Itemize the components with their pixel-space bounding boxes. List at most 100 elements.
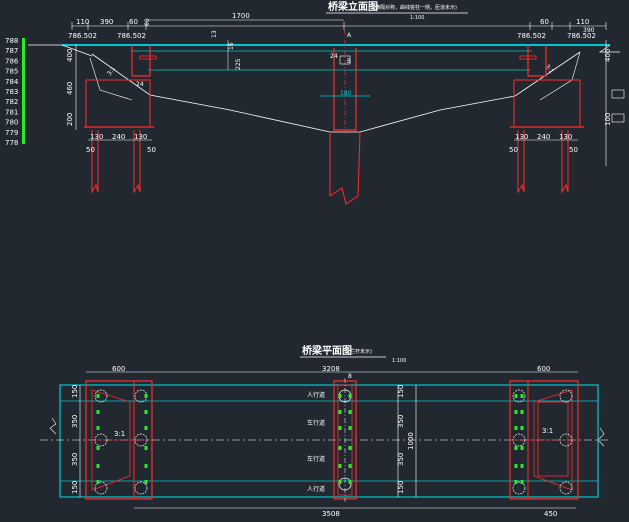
- elevation-scale-label-782: 782: [5, 98, 18, 106]
- dim-130-left-a: 130: [90, 133, 103, 141]
- plan-note: (栏杆未示): [348, 348, 372, 355]
- anchor-mark: [96, 410, 100, 414]
- dim-24-mid: 24: [330, 53, 338, 60]
- break-mark-right: [597, 427, 605, 447]
- elevation-scale-label-787: 787: [5, 47, 18, 55]
- plan-title: 桥梁平面图: [302, 344, 352, 357]
- approach-right: [598, 44, 620, 53]
- ground-line: [91, 51, 581, 133]
- dim-460-left: 460: [66, 82, 74, 95]
- right-detail-box-a: [611, 89, 625, 99]
- center-pier: [329, 30, 361, 205]
- anchor-mark: [514, 464, 518, 468]
- elevation-scale-label: 1:100: [410, 15, 424, 21]
- elev-mark-right-b: 786.502: [567, 32, 596, 40]
- plan-view: 桥梁平面图 (栏杆未示) 1:100 600 3208 8 600 3:1: [40, 344, 610, 518]
- dim-50-left-b: 50: [147, 146, 156, 154]
- elevation-scale-label-784: 784: [5, 78, 19, 86]
- dim-130-right-b: 130: [559, 133, 572, 141]
- dim-240-left: 240: [112, 133, 125, 141]
- center-label-b: B: [347, 58, 351, 65]
- plan-anchors: [96, 394, 524, 484]
- plan-abutment-right: [509, 380, 579, 500]
- dim-110-right: 110: [576, 18, 589, 26]
- dim-16: 16: [228, 42, 235, 50]
- anchor-mark: [144, 480, 148, 484]
- anchor-mark: [520, 480, 524, 484]
- dim-50-right-a: 50: [509, 146, 518, 154]
- dim-1700: 1700: [232, 12, 250, 20]
- anchor-mark: [514, 426, 518, 430]
- center-label-a: A: [347, 32, 352, 39]
- dim-130-right-a: 130: [515, 133, 528, 141]
- anchor-mark: [96, 480, 100, 484]
- plan-scale-label: 1:100: [392, 358, 406, 364]
- elevation-scale-label-786: 786: [5, 57, 19, 65]
- plan-deck: [59, 384, 599, 498]
- plan-abutment-left: [85, 380, 153, 500]
- dim-225: 225: [235, 58, 242, 70]
- plan-right-350-a: 350: [397, 415, 405, 428]
- anchor-mark: [520, 446, 524, 450]
- dim-390-left: 390: [100, 18, 113, 26]
- dim-60-left-b: 60: [144, 18, 151, 26]
- dim-50-right-b: 50: [569, 146, 578, 154]
- dim-24-left: 24: [136, 81, 144, 88]
- anchor-mark: [348, 480, 352, 484]
- anchor-mark: [348, 410, 352, 414]
- plan-left-150-bottom: 150: [71, 481, 79, 494]
- plan-right-150-top: 150: [397, 385, 405, 398]
- anchor-mark: [348, 464, 352, 468]
- elevation-scale-label-779: 779: [5, 129, 18, 137]
- anchor-mark: [144, 446, 148, 450]
- anchor-mark: [96, 446, 100, 450]
- anchor-mark: [144, 426, 148, 430]
- dim-240-right: 240: [537, 133, 550, 141]
- anchor-mark: [514, 410, 518, 414]
- anchor-mark: [338, 446, 342, 450]
- anchor-mark: [338, 410, 342, 414]
- dim-200-left: 200: [66, 113, 74, 126]
- anchor-mark: [96, 394, 100, 398]
- plan-dim-450: 450: [544, 510, 557, 518]
- elev-mark-right-a: 786.502: [517, 32, 546, 40]
- plan-dim-8: 8: [348, 373, 352, 380]
- plan-dim-3508: 3508: [322, 510, 340, 518]
- plan-right-350-b: 350: [397, 453, 405, 466]
- anchor-mark: [514, 446, 518, 450]
- anchor-mark: [520, 394, 524, 398]
- lane-label-car-top: 车行道: [307, 419, 325, 427]
- dim-60-left: 60: [129, 18, 138, 26]
- abutment-left: [84, 45, 157, 194]
- plan-dim-600-right: 600: [537, 365, 550, 373]
- elevation-scale-label-785: 785: [5, 68, 18, 76]
- anchor-mark: [348, 394, 352, 398]
- break-mark-left: [49, 417, 57, 435]
- plan-right-150-bottom: 150: [397, 481, 405, 494]
- anchor-mark: [520, 410, 524, 414]
- plan-dim-600-left: 600: [112, 365, 125, 373]
- anchor-mark: [514, 480, 518, 484]
- slope-left: [89, 57, 133, 101]
- abutment-right: [510, 45, 584, 194]
- plan-left-350-b: 350: [71, 453, 79, 466]
- slope-left-label: 3:1: [106, 65, 117, 77]
- elevation-scale-bar: [22, 38, 25, 144]
- anchor-mark: [96, 426, 100, 430]
- plan-slope-right: 3:1: [542, 427, 553, 435]
- dim-110-left: 110: [76, 18, 89, 26]
- anchor-mark: [338, 464, 342, 468]
- anchor-mark: [144, 394, 148, 398]
- anchor-mark: [338, 426, 342, 430]
- plan-dim-3208: 3208: [322, 365, 340, 373]
- elevation-scale-label-781: 781: [5, 108, 18, 116]
- anchor-mark: [144, 410, 148, 414]
- plan-pier-center: [333, 378, 357, 502]
- dim-50-left-a: 50: [86, 146, 95, 154]
- elev-mark-left-b: 786.502: [117, 32, 146, 40]
- anchor-mark: [514, 394, 518, 398]
- elevation-scale-label-788: 788: [5, 37, 18, 45]
- anchor-mark: [348, 446, 352, 450]
